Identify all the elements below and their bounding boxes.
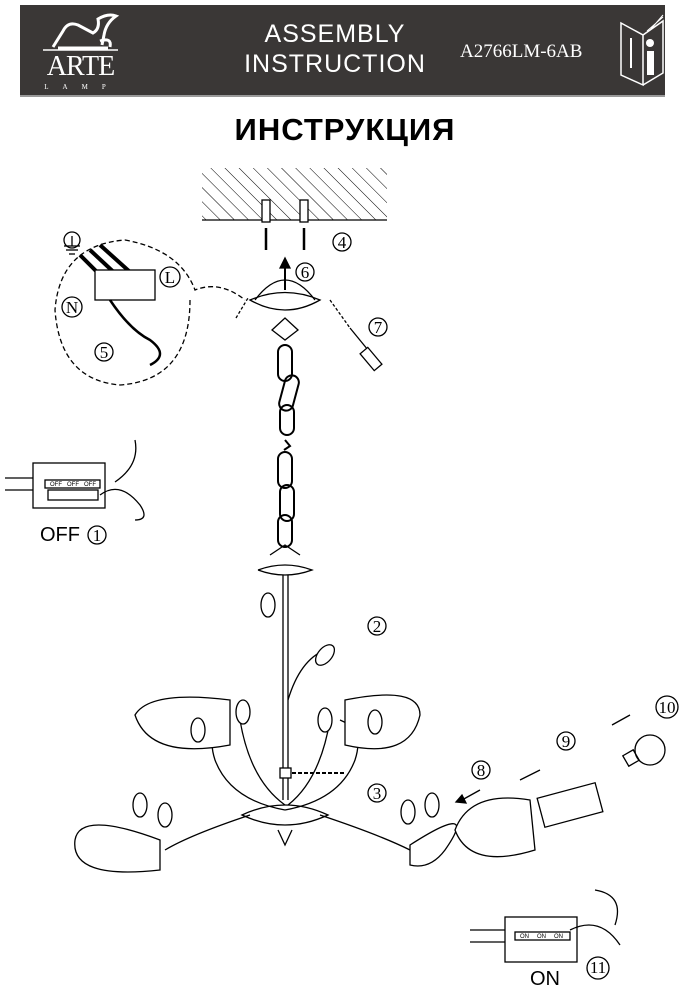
on-label: ON bbox=[530, 968, 560, 990]
brand-sub: LAMP bbox=[44, 83, 120, 91]
off-label: OFF bbox=[40, 524, 80, 546]
step-3-label: 3 bbox=[373, 784, 382, 803]
header-banner: ARTE LAMP ASSEMBLY INSTRUCTION A2766LM-6… bbox=[20, 5, 665, 97]
arte-lamp-logo: ARTE LAMP bbox=[38, 11, 123, 91]
step-5-label: 5 bbox=[100, 343, 109, 362]
switch-off-panel: OFF OFF OFF OFF bbox=[5, 439, 145, 546]
step-2-label: 2 bbox=[373, 617, 382, 636]
switch-label: OFF bbox=[67, 482, 79, 488]
title-line-2: INSTRUCTION bbox=[244, 50, 426, 78]
switch-label: OFF bbox=[50, 482, 62, 488]
wiring-detail: L N bbox=[54, 231, 246, 386]
step-6-label: 6 bbox=[301, 263, 310, 282]
page-heading: ИНСТРУКЦИЯ bbox=[234, 112, 456, 147]
chandelier-stem bbox=[240, 544, 345, 847]
brand-name: ARTE bbox=[46, 51, 115, 82]
step-7-label: 7 bbox=[374, 318, 383, 337]
wall-anchors-screws bbox=[261, 199, 309, 250]
info-book-icon bbox=[620, 14, 664, 87]
switch-on-panel: ON ON ON ON bbox=[470, 889, 621, 990]
step-9-label: 9 bbox=[562, 732, 571, 751]
switch-label: ON bbox=[554, 934, 563, 940]
step-8-label: 8 bbox=[477, 761, 486, 780]
step-11-label: 11 bbox=[590, 958, 606, 977]
crystal-leaves bbox=[132, 592, 440, 828]
switch-label: OFF bbox=[84, 482, 96, 488]
ceiling bbox=[202, 168, 387, 221]
chain bbox=[277, 344, 300, 548]
neutral-terminal-label: N bbox=[66, 298, 78, 317]
step-10-label: 10 bbox=[659, 698, 676, 717]
screwdriver-icon bbox=[235, 297, 383, 372]
title-line-1: ASSEMBLY bbox=[264, 20, 406, 48]
step-1-label: 1 bbox=[93, 526, 102, 545]
switch-label: ON bbox=[537, 934, 546, 940]
ceiling-canopy bbox=[248, 256, 322, 341]
winged-lion-icon bbox=[43, 13, 120, 51]
live-terminal-label: L bbox=[165, 268, 175, 287]
shade-bulb-detail bbox=[454, 714, 666, 858]
switch-label: ON bbox=[520, 934, 529, 940]
document-title: ASSEMBLY INSTRUCTION bbox=[225, 19, 445, 79]
step-4-label: 4 bbox=[338, 233, 347, 252]
model-number: A2766LM-6AB bbox=[460, 41, 583, 62]
